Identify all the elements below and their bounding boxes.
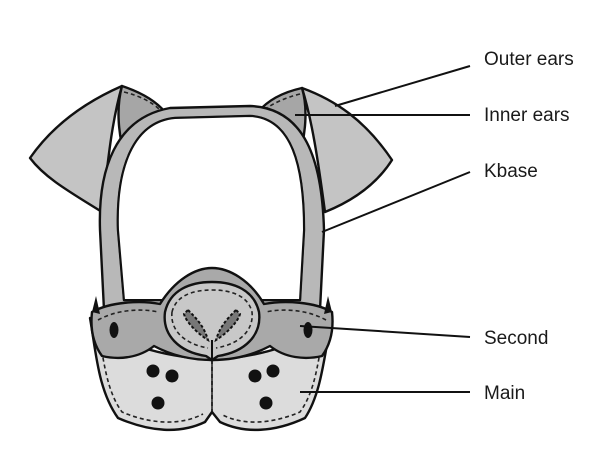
leader-second	[299, 325, 471, 338]
outer-ear-left	[28, 84, 124, 214]
labels: Outer ears Inner ears Kbase Second Main	[484, 49, 574, 404]
main-panel-dots	[146, 364, 280, 410]
outer-ear-right	[300, 86, 394, 214]
kbase	[98, 104, 326, 312]
leader-outer-ears	[334, 65, 471, 107]
label-second: Second	[484, 328, 548, 349]
label-kbase: Kbase	[484, 161, 538, 182]
nose	[163, 280, 261, 362]
label-outer-ears: Outer ears	[484, 49, 574, 70]
label-inner-ears: Inner ears	[484, 105, 570, 126]
label-main: Main	[484, 383, 525, 404]
leader-kbase	[321, 171, 471, 233]
leader-lines	[295, 65, 471, 393]
nostril-left	[182, 308, 210, 343]
eye-hole-right	[303, 322, 313, 338]
outer-ears	[28, 84, 394, 214]
eye-hole-left	[109, 322, 119, 338]
nostril-right	[214, 308, 242, 343]
kbase-opening	[116, 114, 306, 301]
